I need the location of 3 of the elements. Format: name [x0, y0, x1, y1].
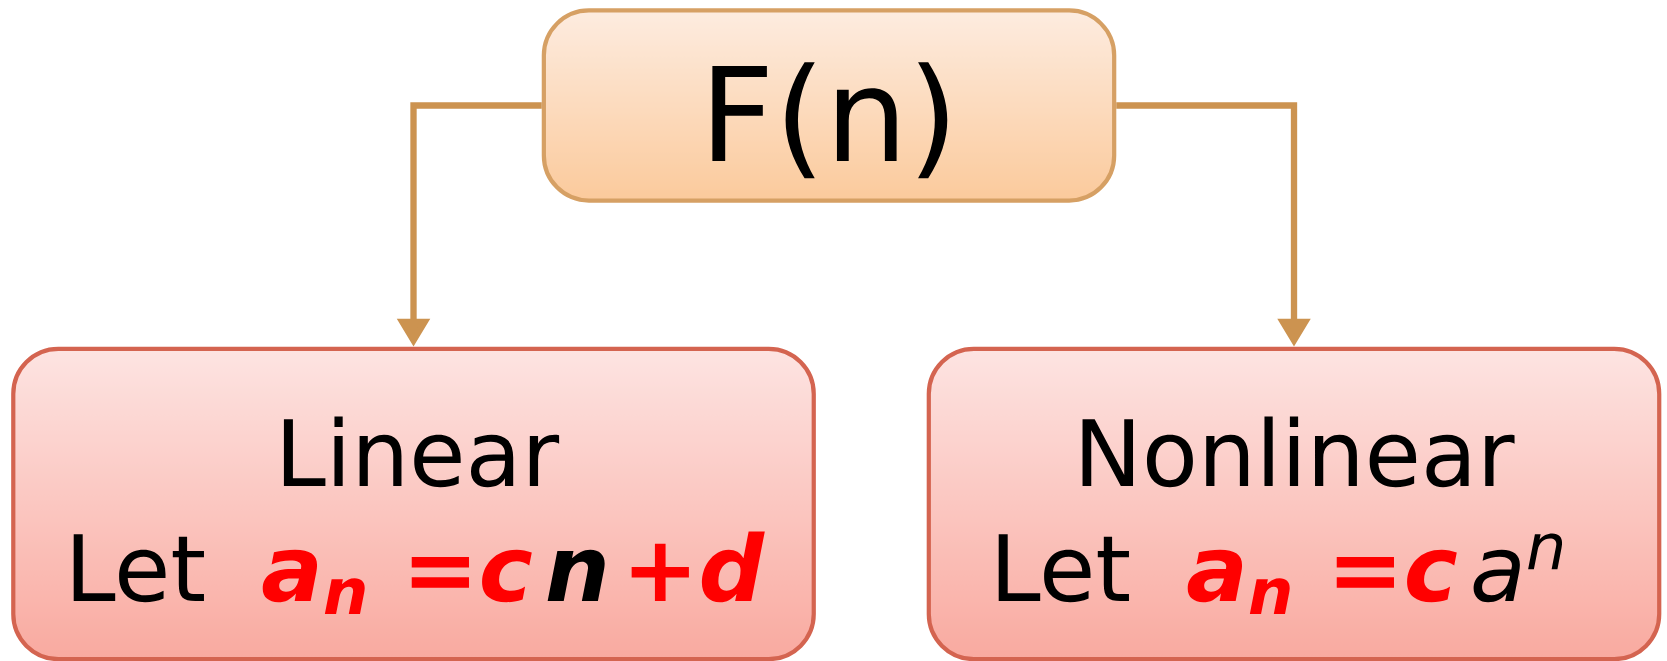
rounded-box: Linear Let a$_{n}$ =c n +d	[11, 346, 816, 661]
rounded-box: F(n)	[541, 8, 1117, 203]
rounded-box: Nonlinear Let a$_{n}$ =c a$^{n}$	[926, 346, 1662, 661]
